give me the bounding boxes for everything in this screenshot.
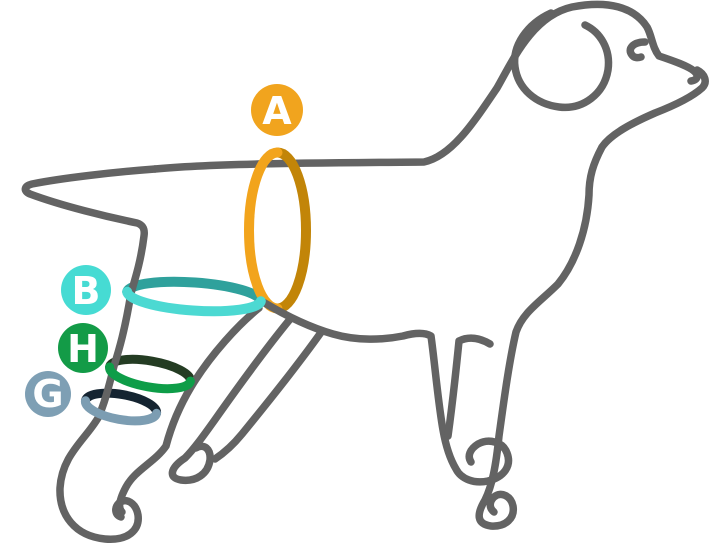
dog-far-rear-leg-back-edge	[211, 327, 326, 463]
ring-b-front-arc	[122, 286, 266, 317]
ring-a	[244, 147, 311, 314]
dog-belly-farleg-outline	[259, 298, 513, 486]
ring-a-front-arc	[244, 147, 283, 314]
dog-far-front-leg-back-edge	[444, 334, 494, 440]
measurement-badges: A B H G	[25, 84, 303, 417]
badge-h-letter: H	[67, 327, 99, 371]
dog-tail-rear-leg-outline	[21, 165, 159, 543]
dog-rear-thigh-outline	[115, 304, 263, 516]
badge-g	[25, 371, 71, 417]
ring-g-front-arc	[80, 396, 161, 426]
ring-h-front-arc	[105, 362, 195, 394]
badge-g-letter: G	[32, 372, 63, 416]
ring-g-back-arc	[81, 388, 162, 418]
dog-ear	[510, 9, 613, 112]
ring-front-arcs	[80, 286, 266, 426]
dog-outline-lower	[115, 298, 513, 516]
ring-a-back-arc	[272, 147, 311, 314]
badge-a-letter: A	[262, 89, 292, 133]
dog-outline-upper	[21, 0, 709, 543]
badge-b	[61, 265, 111, 315]
dog-nose-chest-frontleg-outline	[475, 66, 709, 530]
dog-far-rear-leg-outline	[168, 314, 295, 485]
dog-back-head-outline	[151, 0, 701, 173]
badge-a	[251, 84, 303, 136]
badge-b-letter: B	[72, 269, 101, 313]
badge-h	[58, 323, 108, 373]
dog-eye	[626, 38, 649, 62]
